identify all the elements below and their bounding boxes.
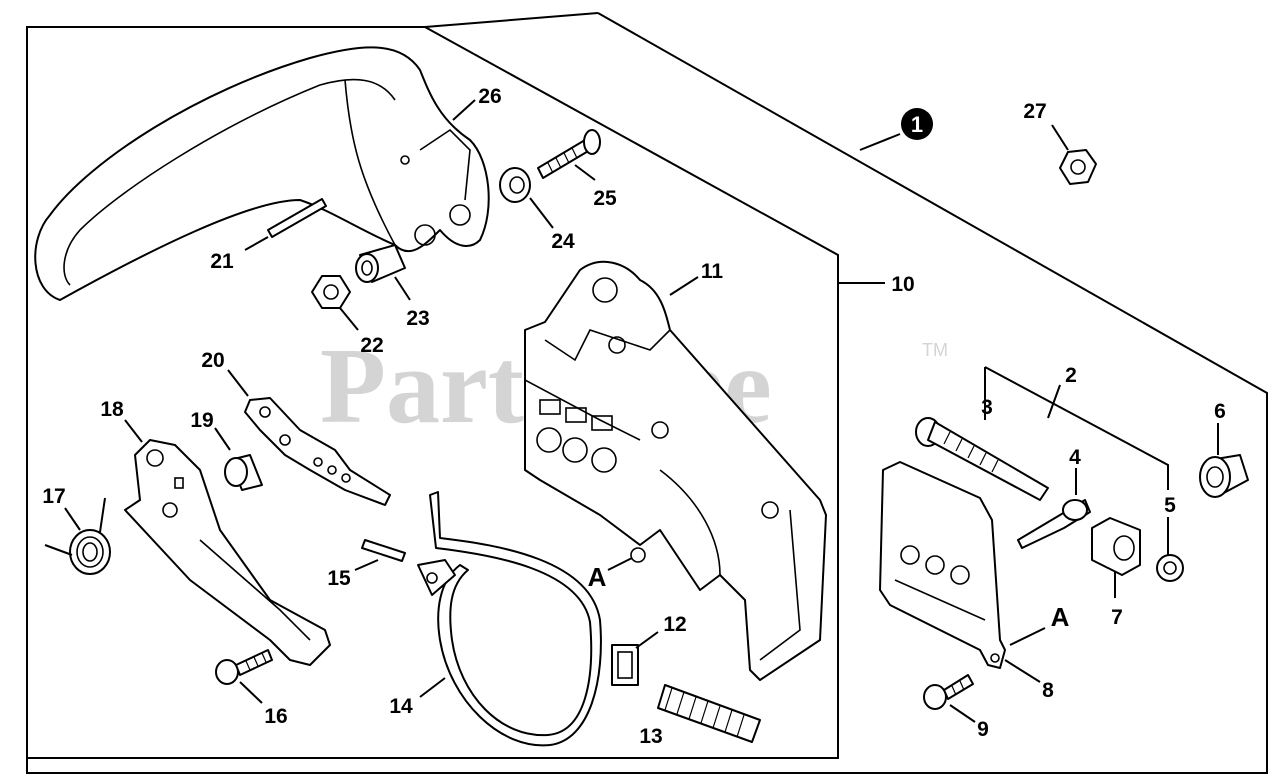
brake-link-part-20 [244, 397, 391, 506]
reference-mark-a-left: A [588, 562, 607, 592]
assembly-marker: 1 [859, 108, 933, 151]
plate-part-8 [879, 461, 1006, 669]
spacer-part-24 [499, 167, 531, 203]
callout-23: 23 [406, 307, 429, 330]
callout-21: 21 [210, 250, 234, 273]
stud-part-3 [915, 417, 1049, 501]
callout-10: 10 [891, 273, 914, 296]
callout-26: 26 [478, 85, 501, 108]
watermark-trademark: TM [922, 340, 948, 360]
reference-mark-a-right: A [1051, 602, 1070, 632]
spring-part-13 [657, 684, 761, 743]
brake-lever-part-18 [124, 439, 331, 666]
clutch-cover-part-11 [524, 260, 827, 681]
bolt-part-25 [537, 129, 601, 179]
pin-part-15 [361, 539, 406, 562]
callout-15: 15 [327, 567, 351, 590]
callout-20: 20 [201, 349, 224, 372]
callout-11: 11 [701, 260, 724, 283]
callout-5: 5 [1164, 494, 1176, 517]
callout-13: 13 [639, 725, 662, 748]
assembly-marker-label: 1 [911, 112, 923, 137]
screw-part-16 [215, 649, 273, 685]
spring-part-17 [44, 497, 111, 575]
callout-12: 12 [663, 613, 686, 636]
callout-17: 17 [42, 485, 65, 508]
nut-part-22 [311, 275, 351, 309]
nut-part-27 [1059, 149, 1097, 185]
callout-9: 9 [977, 718, 989, 741]
callout-4: 4 [1069, 446, 1081, 469]
screw-part-9 [923, 674, 974, 710]
block-part-12 [611, 644, 639, 686]
brake-band-part-14 [417, 491, 602, 747]
callout-16: 16 [264, 705, 287, 728]
pin-part-21 [267, 198, 327, 238]
callout-27: 27 [1023, 100, 1046, 123]
leader-lines [64, 99, 1219, 723]
callout-22: 22 [360, 334, 383, 357]
callout-24: 24 [551, 230, 575, 253]
callout-25: 25 [593, 187, 617, 210]
callout-2: 2 [1065, 364, 1077, 387]
collar-nut-part-23 [355, 244, 406, 283]
bushing-part-19 [224, 454, 263, 491]
callout-14: 14 [389, 695, 413, 718]
callout-18: 18 [100, 398, 124, 421]
callout-19: 19 [190, 409, 213, 432]
callout-8: 8 [1042, 679, 1054, 702]
adjuster-part-4 [1017, 499, 1091, 549]
callout-3: 3 [981, 396, 993, 419]
nut-part-6 [1199, 454, 1249, 498]
block-part-7 [1091, 517, 1141, 576]
frame-top-edge [424, 12, 599, 28]
callout-7: 7 [1111, 606, 1123, 629]
bar-cover-part [34, 46, 490, 301]
nut-part-5 [1156, 554, 1184, 582]
callout-6: 6 [1214, 400, 1226, 423]
